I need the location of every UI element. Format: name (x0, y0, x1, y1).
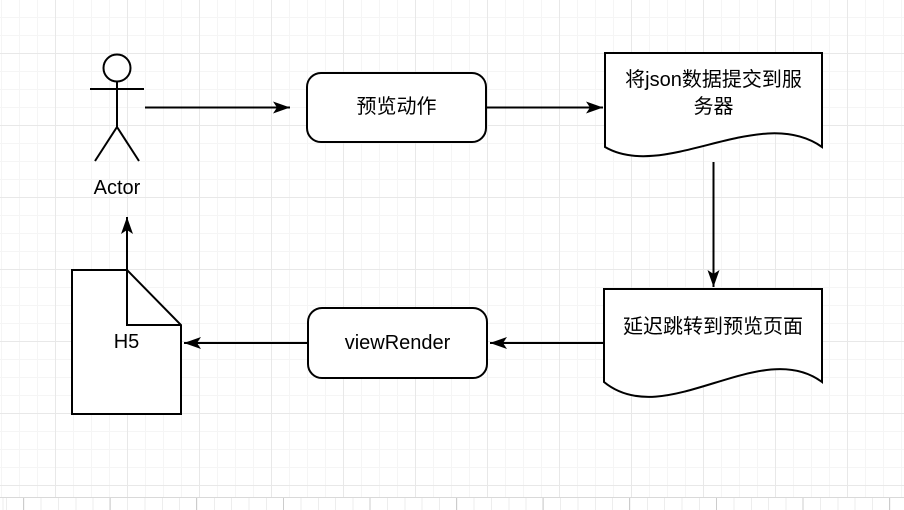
actor-left-leg (94, 126, 118, 162)
actor-right-leg (116, 126, 140, 162)
page-boundary-strip (0, 497, 904, 510)
node-h5-shape[interactable] (71, 269, 182, 415)
node-view-render-shape[interactable] (307, 307, 488, 379)
node-submit-json-shape[interactable] (604, 52, 823, 158)
actor-head (102, 53, 132, 83)
actor-icon[interactable] (90, 53, 144, 162)
note-outline (71, 269, 182, 415)
node-preview-action-shape[interactable] (306, 72, 487, 143)
node-delayed-redirect-shape[interactable] (603, 288, 823, 398)
note-fold-line (126, 270, 181, 326)
